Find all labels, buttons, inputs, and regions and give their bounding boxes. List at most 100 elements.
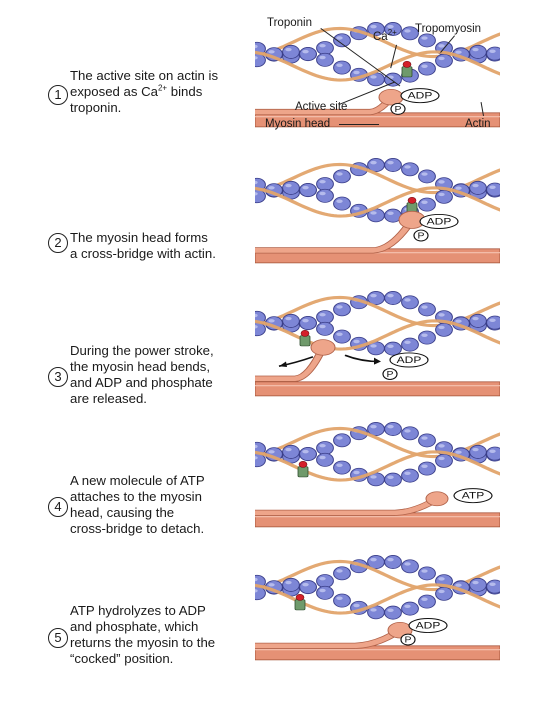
actin-highlight (489, 582, 496, 586)
actin-highlight (455, 450, 462, 454)
actin-highlight (370, 475, 377, 479)
actin-highlight (421, 597, 428, 601)
calcium-label-text: Ca (373, 31, 388, 43)
pill-outline (408, 618, 448, 633)
troponin-calcium (299, 330, 311, 347)
tropomyosin-strand (249, 583, 506, 615)
actin-monomer (333, 593, 351, 608)
actin-monomer (333, 329, 351, 344)
step-number: 3 (48, 367, 68, 387)
actin-monomer (418, 197, 436, 212)
arrowhead (279, 361, 287, 367)
step-number: 5 (48, 628, 68, 648)
actin-highlight (421, 64, 428, 68)
actin-monomer (486, 315, 504, 330)
pill-outline (389, 352, 429, 368)
actin-highlight (370, 344, 377, 348)
pill-outline (419, 213, 459, 229)
description-line: The myosin head forms (70, 230, 208, 245)
actin-monomer (299, 316, 317, 330)
actin-highlight (353, 70, 360, 75)
description-line: a cross-bridge with actin. (70, 246, 216, 261)
actin-monomer (418, 566, 436, 581)
actin-highlight (387, 475, 394, 479)
phosphate-marker: P (390, 102, 406, 115)
calcium-ion (300, 330, 310, 337)
superscript: 2+ (387, 28, 397, 38)
phosphate-label: P (394, 104, 401, 114)
nucleotide-label: ADP (389, 352, 429, 368)
actin-highlight (472, 183, 479, 188)
step-number: 4 (48, 497, 68, 517)
actin-monomer (384, 605, 402, 620)
actin-highlight (421, 569, 428, 573)
actin-monomer (486, 446, 504, 461)
actin-highlight (268, 50, 275, 54)
actin-monomer (316, 177, 334, 191)
actin-lower (248, 44, 506, 87)
step-number: 1 (48, 85, 68, 105)
actin-monomer (435, 586, 453, 601)
actin-highlight (302, 49, 309, 54)
actin-highlight (336, 463, 343, 467)
actin-highlight (438, 444, 445, 448)
actin-highlight (472, 447, 479, 452)
actin-highlight (438, 56, 445, 61)
actin-monomer (316, 585, 334, 600)
pill-outline (453, 488, 493, 504)
phosphate-marker: P (382, 368, 398, 380)
actin-monomer (418, 594, 436, 609)
troponin-calcium (297, 461, 309, 478)
actin-highlight (319, 576, 326, 581)
actin-highlight (438, 180, 445, 184)
description-line: The active site on actin is (70, 68, 219, 83)
actin-monomer (401, 601, 419, 616)
actin-monomer (401, 468, 419, 483)
actin-monomer (299, 47, 317, 61)
troponin-calcium (294, 594, 306, 611)
actin-highlight (319, 191, 326, 196)
actin-monomer (316, 441, 334, 455)
actin-monomer (384, 472, 402, 487)
actin-lower (248, 577, 506, 620)
step-number: 2 (48, 233, 68, 253)
actin-monomer (418, 169, 436, 184)
actin-monomer (282, 44, 300, 59)
nucleotide-label: ATP (453, 488, 493, 504)
actin-highlight (336, 596, 343, 600)
actin-highlight (285, 580, 292, 585)
actin-monomer (469, 577, 487, 592)
myosin-head (310, 339, 336, 356)
troponin-complex (401, 66, 413, 78)
actin-highlight (353, 206, 360, 211)
tropomyosin-strand (249, 450, 506, 482)
actin-monomer (384, 422, 402, 436)
actin-monomer (316, 452, 334, 467)
actin-highlight (438, 192, 445, 197)
actin-monomer (401, 162, 419, 177)
myosin-neck (252, 496, 440, 516)
actin-highlight (387, 608, 394, 612)
calcium-ion (407, 197, 417, 204)
phosphate-circle (413, 229, 429, 242)
description-line: ATP hydrolyzes to ADP (70, 603, 206, 618)
actin-monomer (316, 310, 334, 324)
actin-monomer (401, 426, 419, 441)
pill-label: ADP (416, 621, 441, 631)
actin-monomer (316, 52, 334, 67)
calcium-ion (402, 61, 412, 68)
actin-highlight (421, 305, 428, 309)
description-line: During the power stroke, (70, 343, 214, 358)
actin-highlight (353, 339, 360, 344)
pill-label: ADP (427, 217, 452, 227)
troponin-calcium (401, 61, 413, 78)
troponin-calcium (406, 197, 418, 214)
actin-monomer (418, 461, 436, 476)
actin-highlight (387, 293, 394, 298)
actin-highlight (319, 455, 326, 460)
actin-monomer (401, 295, 419, 310)
